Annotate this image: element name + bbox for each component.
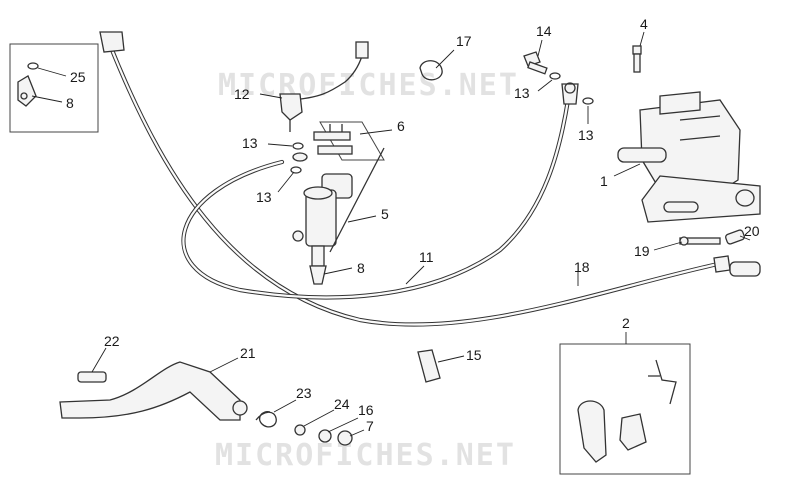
callout-13-b: 13: [514, 85, 530, 101]
nut-7: [337, 430, 353, 446]
callout-23: 23: [296, 385, 312, 401]
brake-caliper-1: [617, 91, 761, 223]
bleeder-screw-4: [632, 45, 642, 73]
master-cylinder-5: [292, 147, 385, 285]
callout-labels: 25 8 12 17 14 4 13 13 13 13 6 1 5 8 11 1…: [66, 16, 760, 434]
hose-clip-17: [419, 60, 443, 81]
pin-19: [679, 236, 721, 246]
hose-11: [181, 82, 579, 300]
callout-19: 19: [634, 243, 650, 259]
callout-7: 7: [366, 418, 374, 434]
callout-24: 24: [334, 396, 350, 412]
callout-20: 20: [744, 223, 760, 239]
washer-16: [318, 429, 332, 443]
callout-12: 12: [234, 86, 250, 102]
hose-18: [99, 31, 731, 327]
inset-box-pads-2: [559, 343, 691, 475]
washers-13: [290, 72, 594, 174]
part-15: [417, 349, 441, 383]
callout-13-c: 13: [578, 127, 594, 143]
callout-11: 11: [419, 249, 434, 265]
hose-end-fitting: [729, 261, 761, 277]
callout-4: 4: [640, 16, 648, 32]
callout-21: 21: [240, 345, 256, 361]
callout-22: 22: [104, 333, 120, 349]
banjo-bolt-14: [523, 51, 548, 75]
callout-6: 6: [397, 118, 405, 134]
callout-16: 16: [358, 402, 374, 418]
reservoir-cap-6: [313, 121, 385, 161]
callout-13-a: 13: [242, 135, 258, 151]
callout-8: 8: [357, 260, 365, 276]
callout-14: 14: [536, 23, 552, 39]
callout-8-inset: 8: [66, 95, 74, 111]
callout-18: 18: [574, 259, 590, 275]
callout-25: 25: [70, 69, 86, 85]
callout-13-d: 13: [256, 189, 272, 205]
watermark-bottom: MICROFICHES.NET: [215, 438, 516, 473]
leader-lines: [31, 31, 751, 437]
o-ring-part: [27, 62, 39, 70]
sleeve-20: [725, 229, 745, 245]
callout-15: 15: [466, 347, 482, 363]
callout-5: 5: [381, 206, 389, 222]
callout-2: 2: [622, 315, 630, 331]
brake-switch-12: [279, 41, 369, 132]
return-spring-23: [255, 411, 277, 428]
watermark-top: MICROFICHES.NET: [218, 68, 519, 103]
washer-24: [294, 424, 306, 436]
callout-1: 1: [600, 173, 608, 189]
brake-pedal-21: [59, 361, 248, 421]
callout-17: 17: [456, 33, 472, 49]
inset-box-clip: [9, 43, 99, 133]
pivot-bolt-22: [77, 371, 107, 383]
